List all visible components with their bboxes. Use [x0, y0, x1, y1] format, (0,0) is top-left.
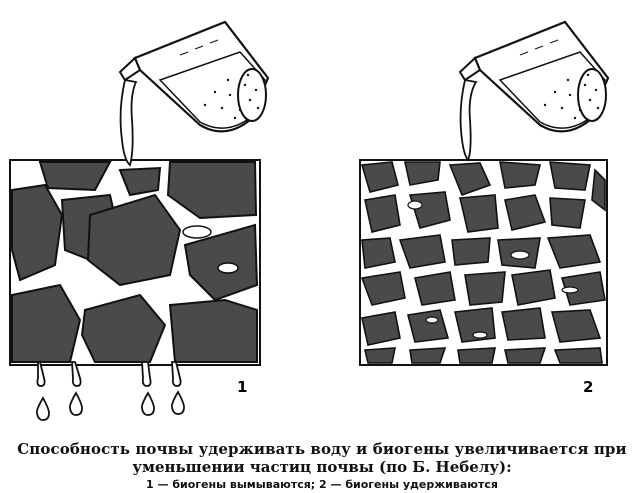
caption-line-1: Способность почвы удерживать воду и биог…	[0, 440, 644, 458]
beaker-icon	[460, 22, 608, 131]
caption-line-2: уменьшении частиц почвы (по Б. Небелу):	[0, 458, 644, 476]
water-drop-icon	[37, 392, 184, 420]
soil-diagram: 1	[0, 0, 644, 430]
panel-coarse-soil: 1	[10, 22, 268, 420]
coarse-particles	[12, 162, 257, 362]
panel-label-2: 2	[583, 378, 593, 396]
panel-fine-soil: 2	[360, 22, 608, 396]
caption-line-3: 1 — биогены вымываются; 2 — биогены удер…	[0, 478, 644, 491]
beaker-icon	[120, 22, 268, 131]
panel-label-1: 1	[237, 378, 247, 396]
